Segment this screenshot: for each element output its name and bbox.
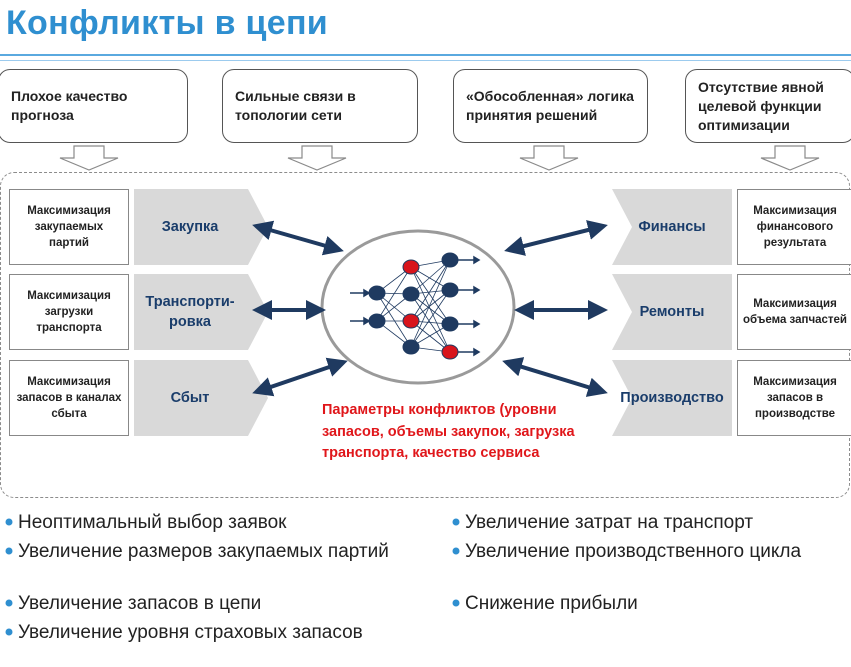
bullet-dots (5, 518, 460, 636)
nn-node-red (402, 259, 420, 275)
bullet-left-3: Увеличение запасов в цепи (18, 593, 262, 614)
connector-arrows (252, 220, 608, 397)
bullet-left-4: Увеличение уровня страховых запасов (18, 622, 363, 643)
goal-box-right-1: Максимизация финансового результата (737, 189, 851, 265)
arrow-zakupka (252, 220, 344, 256)
bullet-right-2: Увеличение производственного цикла (465, 541, 802, 562)
dept-label: Производство (620, 390, 724, 406)
callout-topology: Сильные связи в топологии сети (222, 69, 418, 143)
nn-node (368, 313, 386, 329)
dept-label: Закупка (161, 219, 219, 235)
goal-box-left-1: Максимизация закупаемых партий (9, 189, 129, 265)
callout-topology-text: Сильные связи в топологии сети (235, 88, 356, 123)
dept-shape-production (612, 360, 732, 436)
nn-node (402, 286, 420, 302)
down-arrow-1 (59, 145, 119, 171)
callout-logic: «Обособленная» логика принятия решений (453, 69, 648, 143)
arrow-finance (504, 220, 608, 256)
bullet-left-2: Увеличение размеров закупаемых партий (18, 541, 389, 562)
goal-box-left-3: Максимизация запасов в каналах сбыта (9, 360, 129, 436)
goal-box-right-3: Максимизация запасов в производстве (737, 360, 851, 436)
callout-forecast: Плохое качество прогноза (0, 69, 188, 143)
goal-text: Максимизация финансового результата (753, 205, 837, 249)
right-dept-shapes (612, 189, 732, 436)
dept-label: Сбыт (170, 390, 210, 406)
left-dept-shapes (134, 189, 268, 436)
page-title: Конфликты в цепи (6, 4, 329, 42)
title-rule-thin (0, 60, 851, 61)
dept-label: Ремонты (639, 304, 705, 320)
dept-shape-zakupka (134, 189, 268, 265)
dept-finance: Финансы (612, 189, 732, 265)
dept-sbyt: Сбыт (134, 360, 246, 436)
goal-text: Максимизация запасов в каналах сбыта (16, 376, 122, 420)
dept-production: Производство (612, 360, 732, 436)
goal-box-left-2: Максимизация загрузки транспорта (9, 274, 129, 350)
callout-objective: Отсутствие явной целевой функции оптимиз… (685, 69, 851, 143)
conflict-params-text: Параметры конфликтов (уровни запасов, об… (322, 402, 575, 461)
dept-shape-repairs (612, 274, 732, 350)
bullet-right-3: Снижение прибыли (465, 593, 638, 614)
nn-node (441, 316, 459, 332)
dept-shape-transport (134, 274, 268, 350)
dept-label: Финансы (638, 219, 706, 235)
down-arrow-4 (760, 145, 820, 171)
nn-nodes (368, 252, 459, 360)
dept-shape-sbyt (134, 360, 268, 436)
down-arrow-2 (287, 145, 347, 171)
neural-network (350, 252, 481, 360)
dept-shape-finance (612, 189, 732, 265)
goal-text: Максимизация запасов в производстве (753, 376, 837, 420)
nn-node (441, 282, 459, 298)
callout-objective-text: Отсутствие явной целевой функции оптимиз… (698, 78, 824, 133)
bullet-left-1: Неоптимальный выбор заявок (18, 512, 287, 533)
nn-node-red (441, 344, 459, 360)
nn-outputs (458, 255, 481, 357)
down-arrow-3 (519, 145, 579, 171)
dept-transport: Транспорти-ровка (134, 274, 246, 350)
dept-zakupka: Закупка (134, 189, 246, 265)
callout-logic-text: «Обособленная» логика принятия решений (466, 88, 634, 123)
nn-node-red (402, 313, 420, 329)
arrow-production (502, 357, 608, 397)
nn-node (368, 285, 386, 301)
callout-down-arrows (59, 145, 820, 171)
nn-inputs (350, 288, 371, 326)
goal-text: Максимизация объема запчастей (742, 298, 848, 326)
nn-node (441, 252, 459, 268)
dept-repairs: Ремонты (612, 274, 732, 350)
bullet-right-1: Увеличение затрат на транспорт (465, 512, 754, 533)
title-rule (0, 54, 851, 56)
goal-text: Максимизация загрузки транспорта (27, 290, 111, 334)
dept-label: Транспорти-ровка (145, 294, 235, 330)
nn-node (402, 339, 420, 355)
goal-text: Максимизация закупаемых партий (27, 205, 111, 249)
goal-box-right-2: Максимизация объема запчастей (737, 274, 851, 350)
callout-forecast-text: Плохое качество прогноза (11, 88, 128, 123)
arrow-sbyt (252, 357, 348, 397)
